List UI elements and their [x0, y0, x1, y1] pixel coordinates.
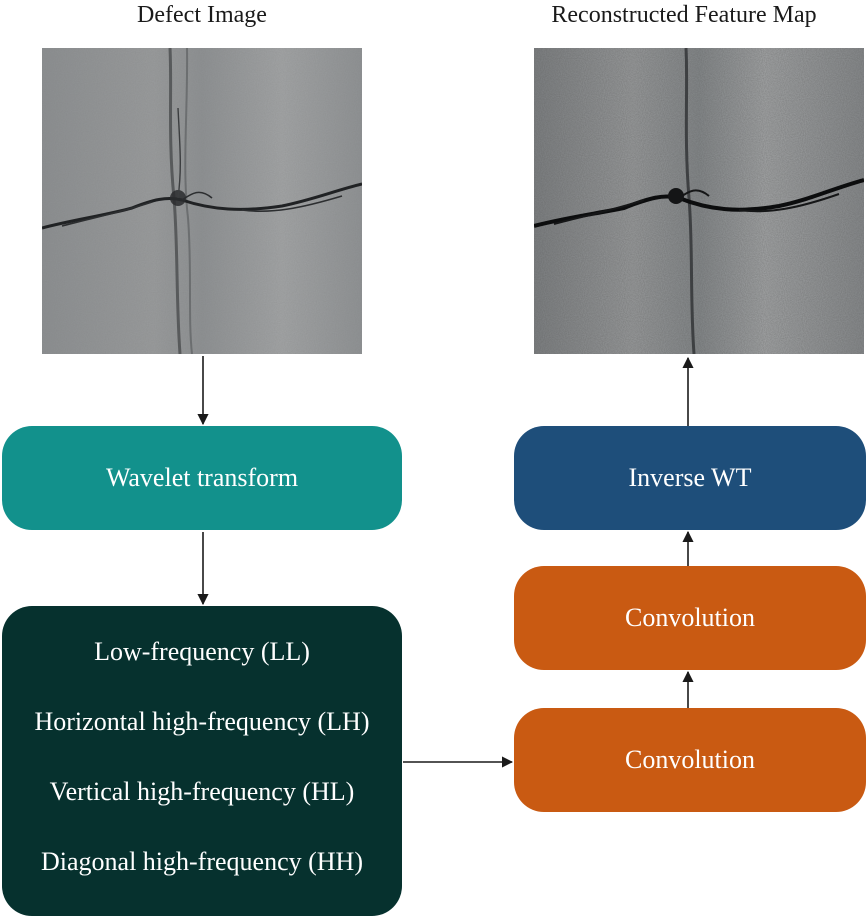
frequency-subbands-block: Low-frequency (LL) Horizontal high-frequ… [2, 606, 402, 916]
subband-lh: Horizontal high-frequency (LH) [34, 707, 370, 736]
defect-image-drawing [42, 48, 362, 354]
subband-hh: Diagonal high-frequency (HH) [41, 847, 363, 876]
convolution-block-lower: Convolution [514, 708, 866, 812]
wavelet-transform-block: Wavelet transform [2, 426, 402, 530]
wavelet-transform-label: Wavelet transform [105, 463, 299, 492]
defect-image-caption: Defect Image [137, 2, 267, 28]
subband-hl: Vertical high-frequency (HL) [49, 777, 355, 806]
convolution-upper-label: Convolution [624, 603, 755, 632]
reconstructed-feature-map-image [534, 48, 864, 354]
subband-ll: Low-frequency (LL) [94, 637, 310, 666]
inverse-wt-block: Inverse WT [514, 426, 866, 530]
convolution-block-upper: Convolution [514, 566, 866, 670]
defect-image [42, 48, 362, 354]
reconstructed-feature-map-caption: Reconstructed Feature Map [551, 2, 817, 28]
inverse-wt-label: Inverse WT [628, 463, 752, 492]
convolution-lower-label: Convolution [624, 745, 755, 774]
reconstructed-feature-map-drawing [534, 48, 864, 354]
